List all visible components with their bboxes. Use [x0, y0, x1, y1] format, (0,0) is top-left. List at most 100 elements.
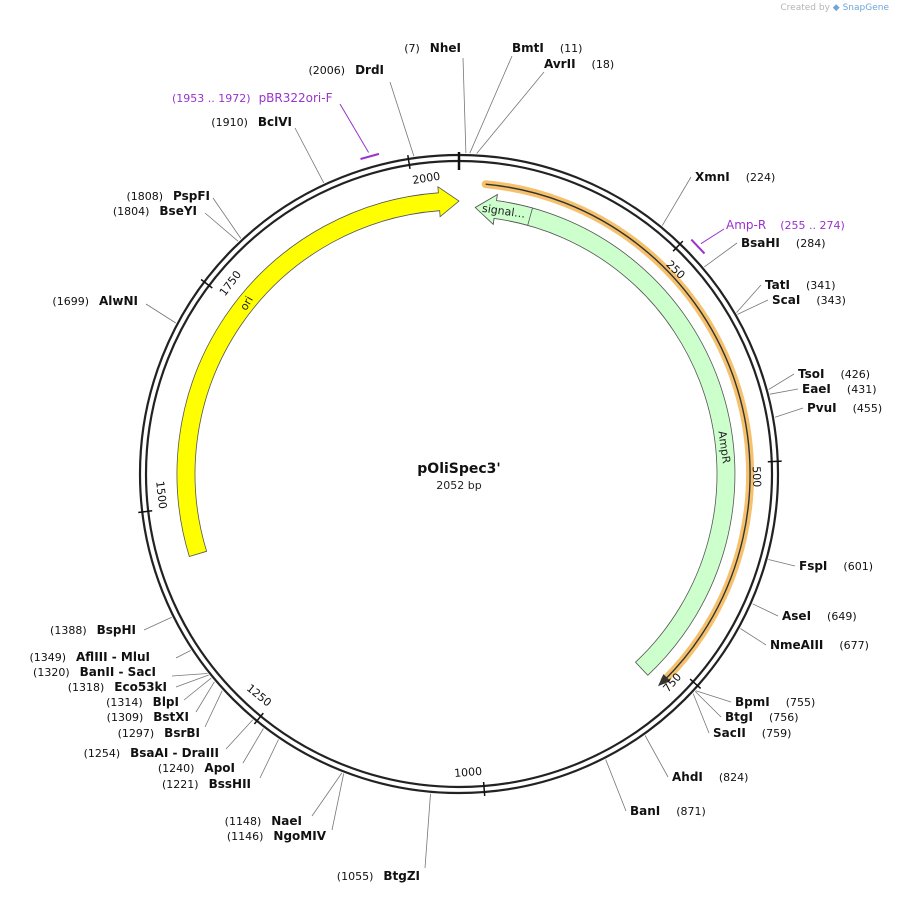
- tick-mark-1000: [482, 781, 486, 797]
- site-btgi[interactable]: BtgI(756): [694, 691, 799, 724]
- site-nmeaiii-label: NmeAIII(677): [770, 638, 869, 652]
- feature-signal-arrow[interactable]: [474, 193, 533, 226]
- site-ngomiv-position: (1146): [227, 830, 264, 843]
- plasmid-name: pOliSpec3': [417, 461, 500, 477]
- site-bani[interactable]: BanI(871): [605, 759, 706, 819]
- primer-pbr322ori-f-range: (1953 .. 1972): [172, 92, 251, 105]
- feature-ori-arrow[interactable]: [176, 186, 460, 557]
- site-bpmi-label: BpmI(755): [735, 695, 815, 709]
- site-bclvi[interactable]: (1910)BclVI: [211, 115, 325, 184]
- site-asei[interactable]: AseI(649): [752, 603, 857, 623]
- site-pvui[interactable]: PvuI(455): [774, 401, 882, 418]
- site-xmni-name: XmnI: [695, 170, 730, 184]
- site-bsphi-name: BspHI: [97, 623, 136, 637]
- site-bseyi-name: BseYI: [159, 204, 197, 218]
- site-banii-saci[interactable]: (1320)BanII - SacI: [33, 665, 208, 679]
- site-scai-name: ScaI: [772, 293, 800, 307]
- site-bpmi[interactable]: BpmI(755): [695, 690, 816, 709]
- site-tati-name: TatI: [765, 278, 790, 292]
- site-drdi-name: DrdI: [355, 63, 384, 77]
- site-tsoi-label: TsoI(426): [798, 367, 870, 381]
- site-bseyi[interactable]: (1804)BseYI: [113, 204, 239, 242]
- feature-ori-label: ori: [237, 294, 255, 313]
- site-eco53ki-name: Eco53kI: [114, 680, 167, 694]
- site-tati-label: TatI (341): [765, 278, 836, 292]
- site-nhei-position: (7): [404, 42, 420, 55]
- site-afliii-mlui[interactable]: (1349)AflIII - MluI: [29, 650, 191, 664]
- site-bsphi[interactable]: (1388) BspHI: [50, 616, 172, 637]
- site-tsoi-position: (426): [840, 368, 870, 381]
- site-bsaai-draiii[interactable]: (1254)BsaAI - DraIII: [84, 719, 253, 760]
- tick-mark-500: [767, 460, 782, 463]
- site-btgzi[interactable]: (1055)BtgZI: [337, 793, 431, 883]
- primer-pbr322ori-f-label[interactable]: (1953 .. 1972)pBR322ori-F: [172, 91, 333, 105]
- primer-amp-r-leader: [700, 228, 725, 245]
- site-alwni-leader: [145, 303, 177, 324]
- site-tati[interactable]: TatI (341): [736, 278, 836, 313]
- site-bmti[interactable]: BmtI(11): [469, 41, 583, 154]
- site-eco53ki[interactable]: (1318)Eco53kI: [68, 674, 209, 694]
- site-btgzi-label: (1055)BtgZI: [337, 869, 420, 883]
- site-banii-saci-position: (1320): [33, 666, 70, 679]
- site-xmni-label: XmnI(224): [695, 170, 775, 184]
- site-alwni[interactable]: (1699) AlwNI: [52, 294, 177, 324]
- site-ngomiv-leader: [331, 773, 345, 831]
- site-naei-position: (1148): [225, 815, 262, 828]
- site-xmni[interactable]: XmnI(224): [661, 170, 775, 226]
- feature-ampr-arrow[interactable]: [474, 193, 736, 676]
- site-btgzi-position: (1055): [337, 870, 374, 883]
- site-bsrbi-label: (1297)BsrBI: [118, 726, 200, 740]
- site-bsaai-draiii-position: (1254): [84, 747, 121, 760]
- tick-label-250: 250: [663, 258, 687, 282]
- site-avrii-leader: [476, 71, 545, 154]
- site-afliii-mlui-name: AflIII - MluI: [76, 650, 150, 664]
- backbone-ring: [138, 152, 780, 795]
- site-afliii-mlui-label: (1349)AflIII - MluI: [29, 650, 150, 664]
- site-avrii[interactable]: AvrII(18): [476, 57, 614, 154]
- primer-amp-r-bar[interactable]: [690, 238, 706, 255]
- site-ahdi[interactable]: AhdI(824): [644, 735, 749, 785]
- site-pvui-position: (455): [853, 402, 883, 415]
- site-eco53ki-label: (1318)Eco53kI: [68, 680, 167, 694]
- site-nhei-name: NheI: [430, 41, 461, 55]
- site-nmeaiii[interactable]: NmeAIII(677): [740, 628, 869, 653]
- site-apoi[interactable]: (1240)ApoI: [158, 728, 264, 776]
- site-tati-position: (341): [806, 279, 836, 292]
- site-bseyi-label: (1804)BseYI: [113, 204, 197, 218]
- site-alwni-name: AlwNI: [99, 294, 138, 308]
- site-ngomiv[interactable]: (1146)NgoMIV: [227, 773, 345, 843]
- site-pvui-label: PvuI(455): [807, 401, 882, 415]
- site-fspi[interactable]: FspI(601): [768, 559, 873, 573]
- site-bsshii[interactable]: (1221)BssHII: [162, 739, 279, 792]
- site-blpi[interactable]: (1314)BlpI: [106, 677, 212, 709]
- site-alwni-position: (1699): [52, 295, 89, 308]
- site-bsshii-position: (1221): [162, 778, 199, 791]
- site-bsphi-position: (1388): [50, 624, 87, 637]
- site-scai[interactable]: ScaI(343): [737, 293, 846, 315]
- site-bsahi[interactable]: BsaHI(284): [704, 236, 826, 268]
- site-eaei[interactable]: EaeI(431): [769, 382, 877, 396]
- site-tsoi[interactable]: TsoI(426): [768, 367, 870, 390]
- site-sacii[interactable]: SacII(759): [692, 693, 791, 740]
- feature-ampr-label: AmpR: [715, 430, 732, 465]
- site-bsahi-name: BsaHI: [741, 236, 780, 250]
- site-naei-leader: [311, 772, 343, 817]
- primer-pbr322ori-f-bar[interactable]: [360, 152, 380, 160]
- site-ahdi-position: (824): [719, 771, 749, 784]
- primer-amp-r-label[interactable]: Amp-R(255 .. 274): [726, 218, 845, 232]
- site-drdi-leader: [389, 81, 415, 157]
- site-naei[interactable]: (1148) NaeI: [225, 772, 343, 828]
- site-pspfi-position: (1808): [126, 190, 163, 203]
- ampr-highlight-arrowhead: [658, 674, 671, 687]
- site-naei-name: NaeI: [271, 814, 302, 828]
- site-scai-leader: [737, 299, 769, 315]
- site-nmeaiii-name: NmeAIII: [770, 638, 823, 652]
- site-pspfi[interactable]: (1808)PspFI: [126, 189, 242, 239]
- site-drdi[interactable]: (2006)DrdI: [308, 63, 415, 157]
- site-bmti-name: BmtI: [512, 41, 544, 55]
- site-bstxi[interactable]: (1309)BstXI: [107, 681, 215, 724]
- tick-mark-2000: [407, 154, 411, 170]
- site-nhei[interactable]: (7) NheI: [404, 41, 467, 154]
- site-bsrbi[interactable]: (1297)BsrBI: [118, 690, 223, 740]
- site-bsrbi-name: BsrBI: [164, 726, 200, 740]
